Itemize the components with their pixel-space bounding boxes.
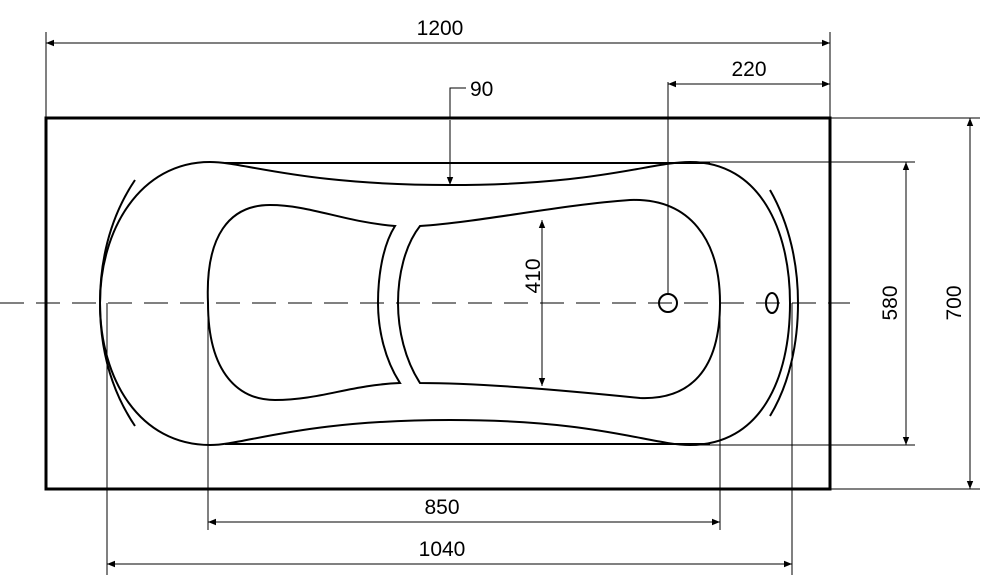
dim-label-inner-width: 410	[522, 258, 545, 293]
dim-label-overall-width: 700	[943, 285, 966, 320]
dim-label-basin-width: 580	[879, 285, 902, 320]
dim-label-basin-length: 1040	[419, 538, 466, 561]
left-flare	[98, 179, 136, 427]
right-flare	[769, 189, 800, 417]
inner-right-lobe	[396, 198, 722, 400]
dim-label-overall-length: 1200	[417, 17, 464, 40]
dim-label-drain-offset: 220	[731, 58, 766, 81]
dim-label-bottom-length: 850	[424, 496, 459, 519]
leader-90-top	[449, 87, 466, 118]
overflow-icon	[765, 292, 779, 314]
tub-outer-frame	[44, 116, 832, 491]
inner-left-lobe	[206, 203, 402, 402]
dim-label-rim-gap: 90	[470, 78, 493, 101]
